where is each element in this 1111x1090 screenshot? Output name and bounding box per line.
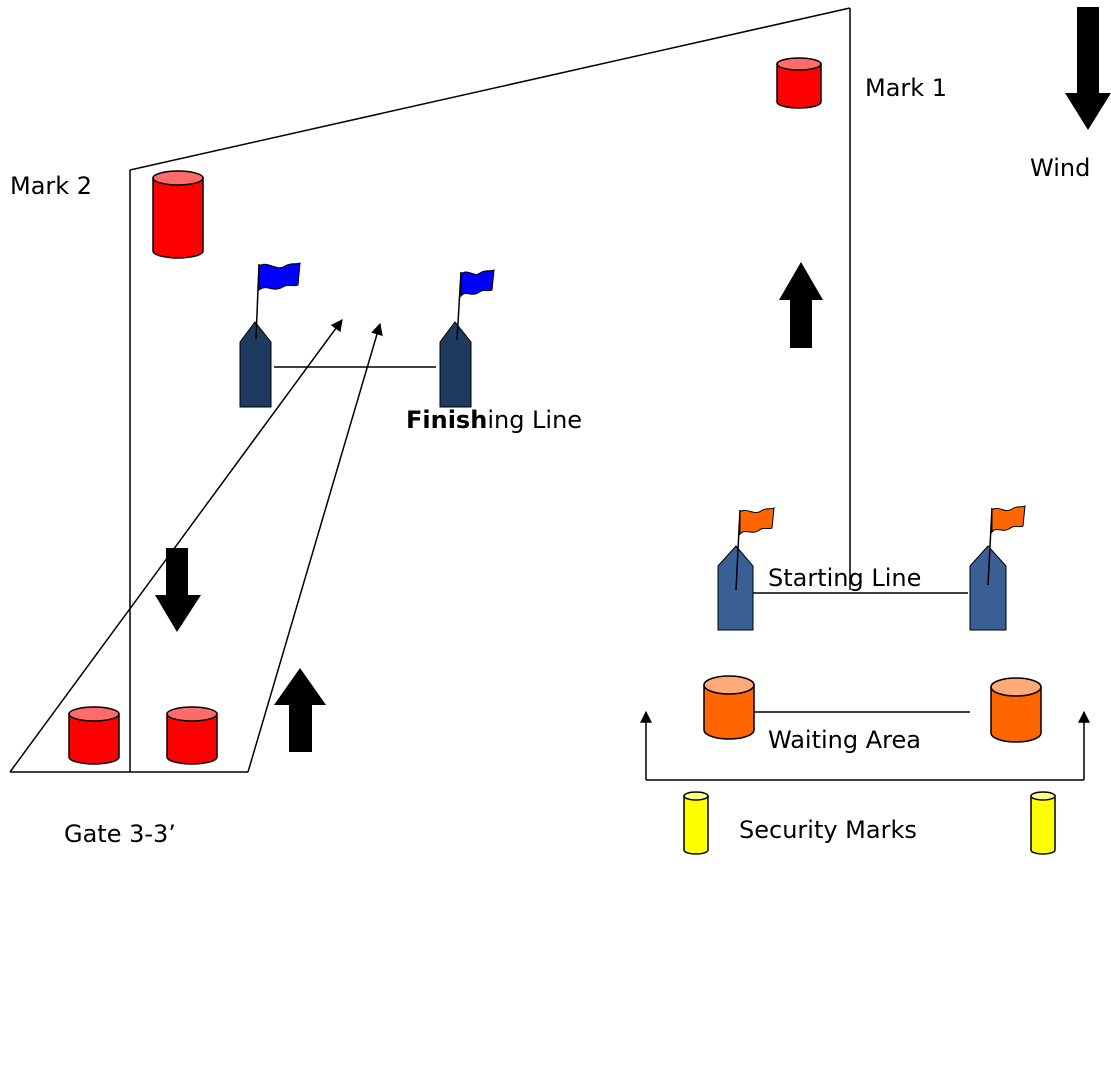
finishing-label-part1: Finish xyxy=(406,406,488,434)
finish-boat-left xyxy=(239,263,272,408)
gate-up-arrow-icon xyxy=(274,668,326,752)
sailing-track xyxy=(9,319,383,773)
start-boat-right xyxy=(969,507,1007,631)
track-arrow-left xyxy=(9,319,343,773)
gate-label: Gate 3-3’ xyxy=(64,820,176,848)
start-flag-right-icon xyxy=(991,504,1026,534)
waiting-buoy-left xyxy=(703,675,755,740)
course-boundary xyxy=(10,7,851,773)
mark-1-buoy xyxy=(776,57,822,109)
waiting-area-bracket xyxy=(640,710,1090,781)
mark-2-buoy xyxy=(152,170,204,259)
waiting-buoy-right xyxy=(990,677,1042,743)
mark-1-label: Mark 1 xyxy=(865,74,948,102)
security-mark-left xyxy=(683,791,709,855)
start-flag-left-icon xyxy=(739,506,775,536)
security-marks-label: Security Marks xyxy=(739,816,917,844)
mark-2-label: Mark 2 xyxy=(10,172,93,200)
finish-boat-right xyxy=(439,271,472,408)
finishing-line-label: Finishing Line xyxy=(406,408,582,432)
security-mark-right xyxy=(1030,791,1056,855)
finish-flag-left-icon xyxy=(258,262,301,292)
finish-flag-right-icon xyxy=(460,269,495,298)
start-boat-left xyxy=(717,509,754,631)
starting-line-label: Starting Line xyxy=(768,564,922,592)
waiting-area-label: Waiting Area xyxy=(768,726,921,754)
wind-label: Wind xyxy=(1030,154,1091,182)
gate-buoy-right xyxy=(166,706,218,765)
finishing-label-part2: ing Line xyxy=(487,406,583,434)
down-arrow-icon xyxy=(155,548,201,632)
wind-arrow-icon xyxy=(1065,7,1111,130)
track-arrow-right xyxy=(247,322,383,773)
gate-buoy-left xyxy=(68,706,120,765)
up-arrow-icon xyxy=(779,262,823,348)
